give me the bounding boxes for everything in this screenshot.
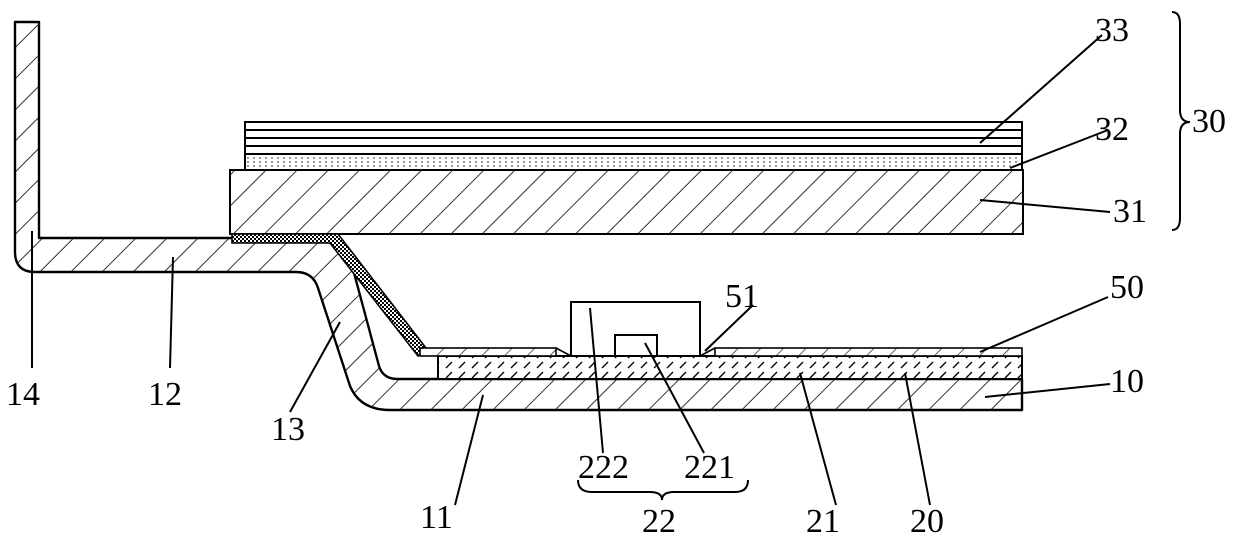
label-12: 12 [148, 376, 182, 413]
layer-20 [438, 356, 1022, 379]
label-10: 10 [1110, 363, 1144, 400]
label-33: 33 [1095, 12, 1129, 49]
label-14: 14 [6, 376, 40, 413]
layer-32 [245, 154, 1022, 170]
label-30: 30 [1192, 103, 1226, 140]
layer-31 [230, 170, 1023, 234]
label-13: 13 [271, 411, 305, 448]
label-31: 31 [1113, 193, 1147, 230]
label-21: 21 [806, 503, 840, 540]
label-20: 20 [910, 503, 944, 540]
layer-33 [245, 122, 1022, 154]
layer-50-right [715, 348, 1022, 356]
label-22: 22 [642, 503, 676, 540]
label-221: 221 [684, 449, 735, 486]
label-32: 32 [1095, 111, 1129, 148]
label-222: 222 [578, 449, 629, 486]
label-50: 50 [1110, 269, 1144, 306]
layer-50-left [420, 348, 556, 356]
brace-30 [1172, 12, 1190, 230]
label-51: 51 [725, 278, 759, 315]
label-11: 11 [420, 499, 453, 536]
